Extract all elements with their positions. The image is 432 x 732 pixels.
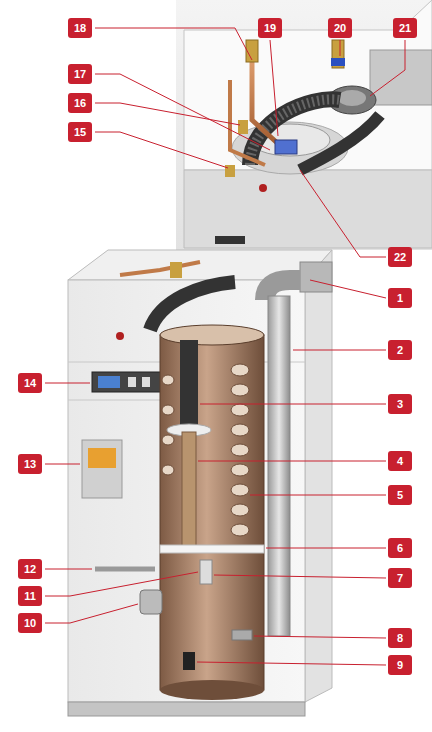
leader-lines	[45, 28, 405, 665]
callout-number: 3	[388, 394, 412, 414]
callout-number: 13	[18, 454, 42, 474]
callout-number: 10	[18, 613, 42, 633]
callout-number: 17	[68, 64, 92, 84]
callout-number: 21	[393, 18, 417, 38]
callout-number: 8	[388, 628, 412, 648]
callout-number: 2	[388, 340, 412, 360]
callout-number: 5	[388, 485, 412, 505]
callout-number: 19	[258, 18, 282, 38]
tank	[140, 325, 264, 700]
callout-number: 12	[18, 559, 42, 579]
cabinet	[68, 250, 332, 716]
callout-number: 7	[388, 568, 412, 588]
flue-pipe	[120, 262, 300, 640]
callout-number: 6	[388, 538, 412, 558]
callout-number: 9	[388, 655, 412, 675]
callout-number: 15	[68, 122, 92, 142]
top-inset	[176, 0, 432, 250]
callout-number: 16	[68, 93, 92, 113]
callout-number: 1	[388, 288, 412, 308]
callout-number: 14	[18, 373, 42, 393]
callout-number: 18	[68, 18, 92, 38]
callout-number: 11	[18, 586, 42, 606]
callout-number: 22	[388, 247, 412, 267]
callout-number: 20	[328, 18, 352, 38]
callout-number: 4	[388, 451, 412, 471]
